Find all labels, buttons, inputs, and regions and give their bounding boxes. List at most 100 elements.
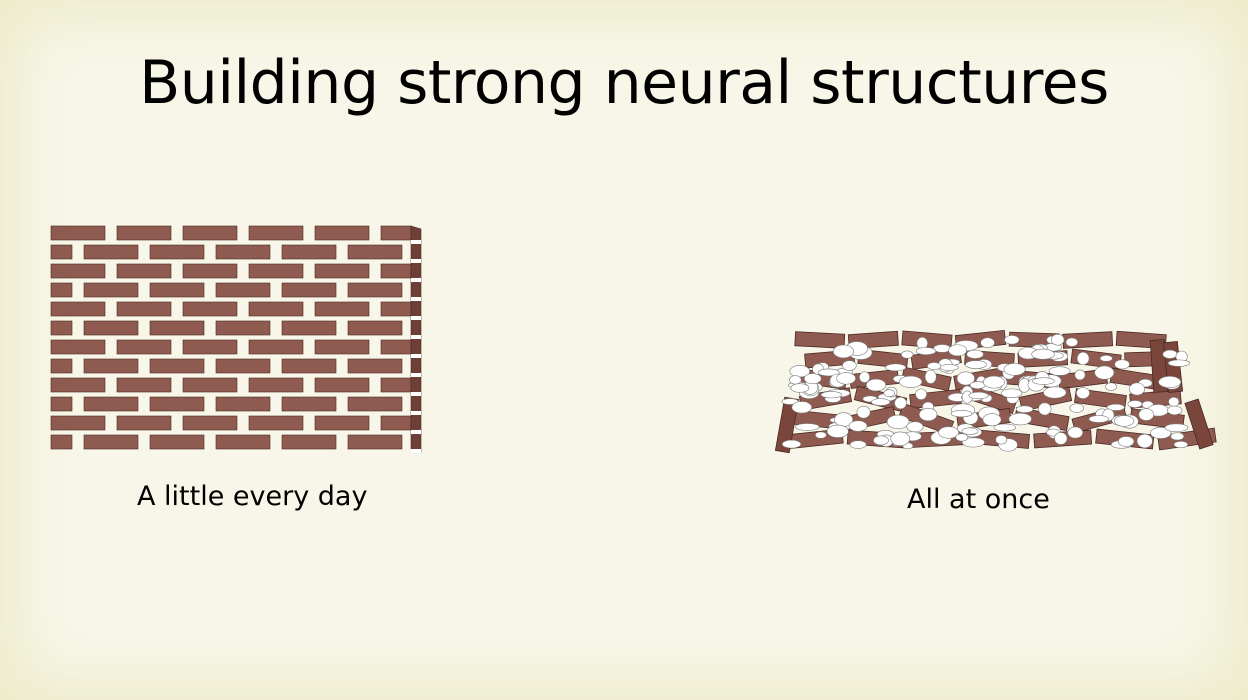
brick — [50, 339, 106, 355]
brick — [50, 415, 106, 431]
mortar-line — [411, 373, 421, 377]
brick — [248, 339, 304, 355]
mortar-blob — [1048, 366, 1071, 376]
brick — [50, 320, 73, 336]
brick — [380, 301, 412, 317]
brick — [149, 244, 205, 260]
brick — [314, 301, 370, 317]
caption-all-at-once: All at once — [907, 484, 1050, 515]
mortar-blob — [983, 375, 1005, 389]
mortar-blob — [969, 381, 986, 390]
mortar-blob — [1001, 388, 1023, 398]
brick — [50, 225, 106, 241]
caption-little-every-day: A little every day — [137, 481, 368, 512]
brick — [281, 358, 337, 374]
brick — [149, 320, 205, 336]
slide-title: Building strong neural structures — [139, 48, 1109, 118]
brick — [83, 358, 139, 374]
brick — [50, 263, 106, 279]
brick — [248, 225, 304, 241]
mortar-blob — [1128, 382, 1145, 396]
mortar-blob — [1158, 376, 1182, 388]
brick — [83, 434, 139, 450]
brick — [314, 339, 370, 355]
mortar-blob — [803, 373, 822, 385]
mortar-blob — [1003, 363, 1026, 376]
mortar-blob — [918, 407, 938, 422]
mortar-line — [411, 316, 421, 320]
mortar-blob — [1105, 382, 1117, 391]
brick — [248, 415, 304, 431]
mortar-blob — [1076, 387, 1090, 399]
mortar-blob — [1074, 369, 1086, 381]
mortar-blob — [1168, 396, 1180, 407]
brick — [182, 301, 238, 317]
mortar-blob — [961, 427, 979, 435]
mortar-blob — [915, 347, 937, 356]
fallen-brick — [794, 331, 846, 349]
mortar-blob — [966, 349, 984, 359]
collapsed-brick-wall — [774, 330, 1217, 454]
mortar-line — [411, 240, 421, 244]
brick — [347, 282, 403, 298]
brick — [50, 282, 73, 298]
brick — [215, 282, 271, 298]
mortar-blob — [1094, 365, 1115, 380]
brick — [182, 339, 238, 355]
mortar-blob — [849, 440, 867, 449]
brick — [215, 244, 271, 260]
mortar-blob — [961, 437, 985, 448]
mortar-line — [411, 411, 421, 415]
mortar-blob — [781, 439, 802, 449]
mortar-blob — [906, 421, 924, 433]
brick — [380, 225, 412, 241]
brick — [347, 396, 403, 412]
mortar-blob — [873, 435, 889, 446]
brick — [116, 339, 172, 355]
brick — [215, 434, 271, 450]
mortar-blob — [1031, 348, 1055, 360]
mortar-blob — [993, 423, 1017, 432]
mortar-blob — [1015, 405, 1034, 413]
mortar-blob — [956, 371, 975, 386]
brick — [215, 358, 271, 374]
brick — [83, 396, 139, 412]
mortar-blob — [1136, 433, 1153, 449]
mortar-blob — [790, 383, 810, 393]
mortar-blob — [883, 389, 895, 397]
mortar-blob — [1067, 426, 1084, 439]
brick — [314, 415, 370, 431]
mortar-blob — [1162, 349, 1178, 359]
mortar-blob — [894, 396, 907, 410]
mortar-blob — [865, 378, 887, 392]
mortar-blob — [1164, 423, 1189, 432]
brick — [380, 339, 412, 355]
mortar-blob — [950, 409, 973, 418]
mortar-blob — [915, 388, 927, 401]
mortar-blob — [842, 360, 857, 371]
mortar-blob — [1043, 386, 1067, 399]
brick — [215, 320, 271, 336]
mortar-blob — [789, 375, 802, 385]
mortar-blob — [1127, 400, 1143, 408]
mortar-blob — [1150, 427, 1172, 439]
brick — [83, 244, 139, 260]
brick — [50, 301, 106, 317]
mortar-blob — [1032, 377, 1055, 385]
mortar-blob — [814, 431, 827, 439]
mortar-blob — [955, 433, 969, 442]
mortar-blob — [924, 369, 937, 384]
mortar-blob — [968, 391, 989, 400]
mortar-blob — [848, 420, 868, 432]
mortar-blob — [1167, 359, 1191, 367]
mortar-blob — [1113, 415, 1135, 427]
brick — [248, 301, 304, 317]
mortar-blob — [1088, 415, 1109, 423]
mortar-blob — [995, 435, 1008, 445]
brick — [182, 415, 238, 431]
brick — [182, 263, 238, 279]
mortar-blob — [1008, 412, 1032, 426]
mortar-blob — [795, 423, 820, 431]
brick — [347, 434, 403, 450]
